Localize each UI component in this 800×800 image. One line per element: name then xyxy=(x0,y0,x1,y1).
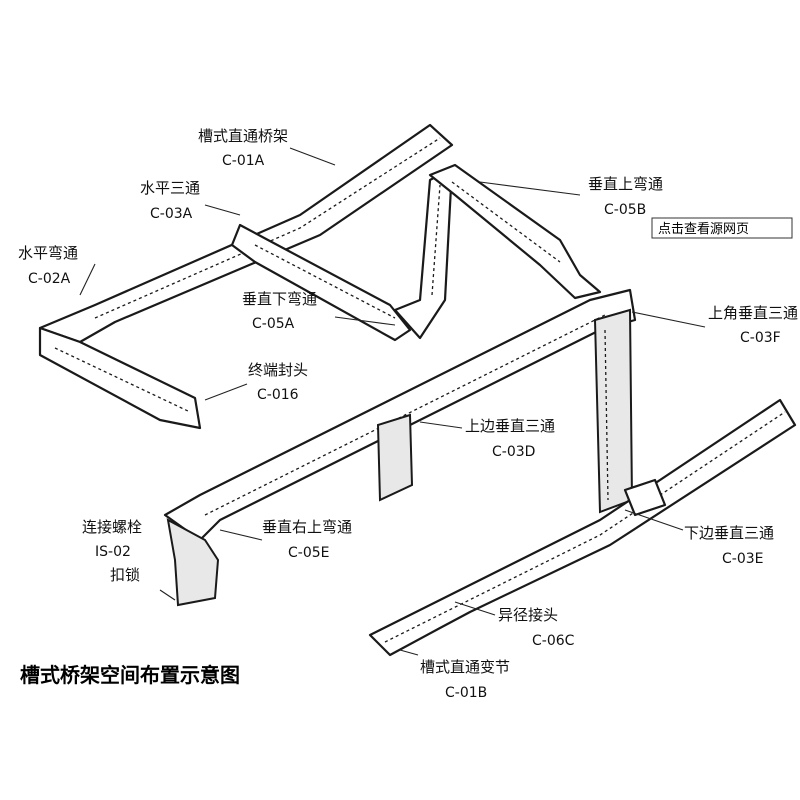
tray-vertical-riser-dash xyxy=(604,329,609,501)
label-elbow-vertical-right-up: 垂直右上弯通 C-05E xyxy=(262,518,352,561)
svg-text:C-03F: C-03F xyxy=(740,330,781,346)
svg-text:C-05A: C-05A xyxy=(252,316,295,332)
svg-text:C-06C: C-06C xyxy=(532,633,575,649)
label-elbow-vertical-up: 垂直上弯通 C-05B xyxy=(588,175,663,218)
upper-tray-assembly xyxy=(38,123,602,430)
svg-text:IS-02: IS-02 xyxy=(95,544,131,560)
label-straight: 槽式直通桥架 C-01A xyxy=(198,127,288,169)
svg-text:C-05B: C-05B xyxy=(604,202,646,218)
svg-text:上角垂直三通: 上角垂直三通 xyxy=(708,304,798,322)
tray-straight-middle xyxy=(163,288,637,542)
svg-text:C-05E: C-05E xyxy=(288,545,330,561)
label-elbow-vertical-down: 垂直下弯通 C-05A xyxy=(242,290,317,332)
label-straight-reducer: 槽式直通变节 C-01B xyxy=(420,658,510,701)
tray-elbow-left-dash xyxy=(54,347,191,413)
tray-tee-branch-dash xyxy=(254,244,396,319)
lower-tray-assembly xyxy=(368,398,797,657)
tray-vertical-drop-dash xyxy=(431,184,441,296)
label-tee-up-side: 上边垂直三通 C-03D xyxy=(465,417,555,460)
svg-text:异径接头: 异径接头 xyxy=(498,606,558,624)
label-connector-bolt: 连接螺栓 IS-02 扣锁 xyxy=(82,518,142,584)
label-tee-horizontal: 水平三通 C-03A xyxy=(140,179,200,222)
link-badge[interactable]: 点击查看源网页 xyxy=(651,217,793,239)
label-end-cap: 终端封头 C-016 xyxy=(248,361,308,403)
svg-text:垂直下弯通: 垂直下弯通 xyxy=(242,290,317,308)
label-reducer: 异径接头 C-06C xyxy=(498,606,575,649)
tray-elbow-left xyxy=(38,326,202,430)
svg-text:C-03E: C-03E xyxy=(722,551,764,567)
svg-text:下边垂直三通: 下边垂直三通 xyxy=(684,524,774,542)
label-tee-down-side: 下边垂直三通 C-03E xyxy=(684,524,774,567)
svg-text:水平三通: 水平三通 xyxy=(140,179,200,197)
tray-tee-lower-branch xyxy=(623,478,667,517)
svg-text:连接螺栓: 连接螺栓 xyxy=(82,518,142,536)
label-elbow-horizontal: 水平弯通 C-02A xyxy=(18,244,78,287)
tray-straight-lower xyxy=(368,398,797,657)
svg-text:扣锁: 扣锁 xyxy=(110,566,140,584)
diagram-title: 槽式桥架空间布置示意图 xyxy=(20,663,240,687)
tray-straight-lower-dash xyxy=(384,411,786,643)
svg-text:C-03D: C-03D xyxy=(492,444,535,460)
svg-text:垂直上弯通: 垂直上弯通 xyxy=(588,175,663,193)
svg-text:点击查看源网页: 点击查看源网页 xyxy=(658,221,749,237)
tray-vertical-riser xyxy=(593,308,634,514)
svg-text:C-01B: C-01B xyxy=(445,685,487,701)
svg-text:槽式直通变节: 槽式直通变节 xyxy=(420,658,510,676)
svg-text:槽式直通桥架: 槽式直通桥架 xyxy=(198,127,288,145)
label-tee-up-corner: 上角垂直三通 C-03F xyxy=(708,304,798,346)
tray-elbow-up-dash xyxy=(451,181,561,263)
svg-text:C-016: C-016 xyxy=(257,387,299,403)
tray-elbow-up xyxy=(428,163,602,300)
svg-text:终端封头: 终端封头 xyxy=(248,361,308,379)
svg-text:水平弯通: 水平弯通 xyxy=(18,244,78,262)
svg-text:上边垂直三通: 上边垂直三通 xyxy=(465,417,555,435)
svg-text:C-03A: C-03A xyxy=(150,206,193,222)
tray-vertical-drop xyxy=(393,166,454,340)
tray-elbow-left-down xyxy=(166,518,220,607)
tray-tee-branch xyxy=(230,223,412,342)
tray-straight-middle-dash xyxy=(204,314,606,516)
leader-lines xyxy=(79,147,706,656)
tray-straight-upper xyxy=(38,123,454,344)
svg-text:C-01A: C-01A xyxy=(222,153,265,169)
middle-tray-assembly xyxy=(163,288,637,607)
svg-text:垂直右上弯通: 垂直右上弯通 xyxy=(262,518,352,536)
tray-drop-leg xyxy=(376,413,414,502)
tray-straight-upper-dash xyxy=(94,137,441,319)
svg-text:C-02A: C-02A xyxy=(28,271,71,287)
